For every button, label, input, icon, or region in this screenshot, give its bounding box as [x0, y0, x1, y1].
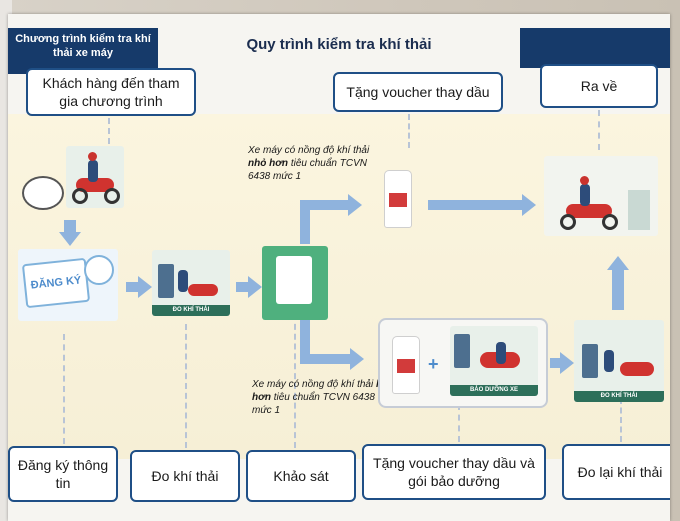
caption-higher-text-1: Xe máy có nồng độ khí thải: [252, 379, 376, 390]
arrow-right-branch-lower: [300, 354, 352, 364]
connector-voucher: [408, 114, 410, 148]
wheel-icon: [560, 214, 576, 230]
smiley-icon: [84, 255, 114, 285]
cloud-icon: [22, 176, 64, 210]
arrow-up-lower-head: [607, 256, 629, 270]
technician-icon: [178, 270, 188, 292]
step-exit: Ra về: [540, 64, 658, 108]
wheel-icon: [602, 214, 618, 230]
arrow-right-branch-lower-head: [350, 348, 364, 370]
caption-lower-text-1: Xe máy có nồng độ khí thải: [248, 145, 370, 156]
oil-voucher-illustration: [380, 164, 416, 234]
register-illustration: ĐĂNG KÝ: [18, 249, 118, 321]
connector-remeasure: [620, 398, 622, 442]
caption-lower-emphasis: nhỏ hơn: [248, 158, 289, 169]
customer-motorbike-illustration: [66, 146, 124, 208]
wheel-icon: [104, 188, 120, 204]
gas-analyzer-icon: [158, 264, 174, 298]
remeasure-tag: ĐO KHÍ THẢI: [574, 391, 664, 402]
caption-lower-text-2: tiêu chuẩn TCVN 6438 mức 1: [248, 158, 367, 182]
caption-higher-text-2: tiêu chuẩn TCVN 6438 mức 1: [252, 392, 375, 416]
arrow-right-branch-upper-head: [348, 194, 362, 216]
maintenance-illustration: BẢO DƯỠNG XE: [450, 326, 538, 396]
connector-register: [63, 334, 65, 444]
plus-icon: +: [428, 354, 439, 374]
rider-icon: [580, 184, 590, 206]
measure-tag: ĐO KHÍ THẢI: [152, 305, 230, 316]
survey-illustration: [262, 246, 328, 320]
arrow-up-lower: [612, 270, 624, 310]
helmet-icon: [580, 176, 589, 185]
mechanic-icon: [496, 342, 506, 364]
connector-measure: [185, 324, 187, 448]
arrow-right-upper-head: [522, 194, 536, 216]
motorbike-icon: [76, 178, 114, 192]
step-survey: Khảo sát: [246, 450, 356, 502]
step-voucher-maintenance: Tặng voucher thay dầu và gói bảo dưỡng: [362, 444, 546, 500]
step-register-info: Đăng ký thông tin: [8, 446, 118, 502]
connector-maintenance: [458, 404, 460, 442]
arrow-down-1-head: [59, 232, 81, 246]
garage-equipment-icon: [454, 334, 470, 368]
ride-home-illustration: [544, 156, 658, 236]
caption-lower-emission: Xe máy có nồng độ khí thải nhỏ hơn tiêu …: [248, 144, 388, 183]
remeasure-illustration: ĐO KHÍ THẢI: [574, 320, 664, 402]
maintenance-tag: BẢO DƯỠNG XE: [450, 385, 538, 396]
caption-higher-emission: Xe máy có nồng độ khí thải lớn hơn tiêu …: [252, 378, 392, 417]
city-building-icon: [628, 190, 650, 230]
arrow-right-1-head: [138, 276, 152, 298]
arrow-down-1: [64, 220, 76, 234]
step-arrive: Khách hàng đến tham gia chương trình: [26, 68, 196, 116]
motorbike-icon: [620, 362, 654, 376]
clipboard-icon: [276, 256, 312, 304]
voucher-maintenance-frame: + BẢO DƯỠNG XE: [378, 318, 548, 408]
arrow-right-2-head: [248, 276, 262, 298]
motorbike-icon: [188, 284, 218, 296]
connector-exit: [598, 110, 600, 150]
poster: Chương trình kiểm tra khí thải xe máy Qu…: [8, 14, 670, 521]
step-voucher: Tặng voucher thay dầu: [333, 72, 503, 112]
measure-illustration: ĐO KHÍ THẢI: [152, 250, 230, 316]
arrow-right-branch-upper: [300, 200, 350, 210]
helmet-icon: [88, 152, 97, 161]
step-remeasure: Đo lại khí thải: [562, 444, 670, 500]
connector-survey: [294, 314, 296, 448]
poster-title: Quy trình kiểm tra khí thải: [246, 36, 432, 53]
oil-bottle-icon: [392, 336, 420, 394]
step-measure: Đo khí thải: [130, 450, 240, 502]
register-sign: ĐĂNG KÝ: [21, 257, 91, 309]
oil-bottle-icon: [384, 170, 412, 228]
technician-icon: [604, 350, 614, 372]
gas-analyzer-icon: [582, 344, 598, 378]
program-label: Chương trình kiểm tra khí thải xe máy: [8, 28, 158, 74]
arrow-up-branch: [300, 204, 310, 244]
arrow-right-lower-head: [560, 352, 574, 374]
header-right-block: [520, 28, 670, 68]
arrow-right-2: [236, 282, 250, 292]
wheel-icon: [72, 188, 88, 204]
thought-bubble-illustration: [18, 172, 66, 218]
arrow-right-upper: [428, 200, 524, 210]
arrow-down-branch: [300, 320, 310, 362]
arrow-right-lower: [550, 358, 562, 368]
arrow-right-1: [126, 282, 140, 292]
motorbike-icon: [566, 204, 612, 218]
rider-icon: [88, 160, 98, 182]
connector-arrive: [108, 118, 110, 154]
